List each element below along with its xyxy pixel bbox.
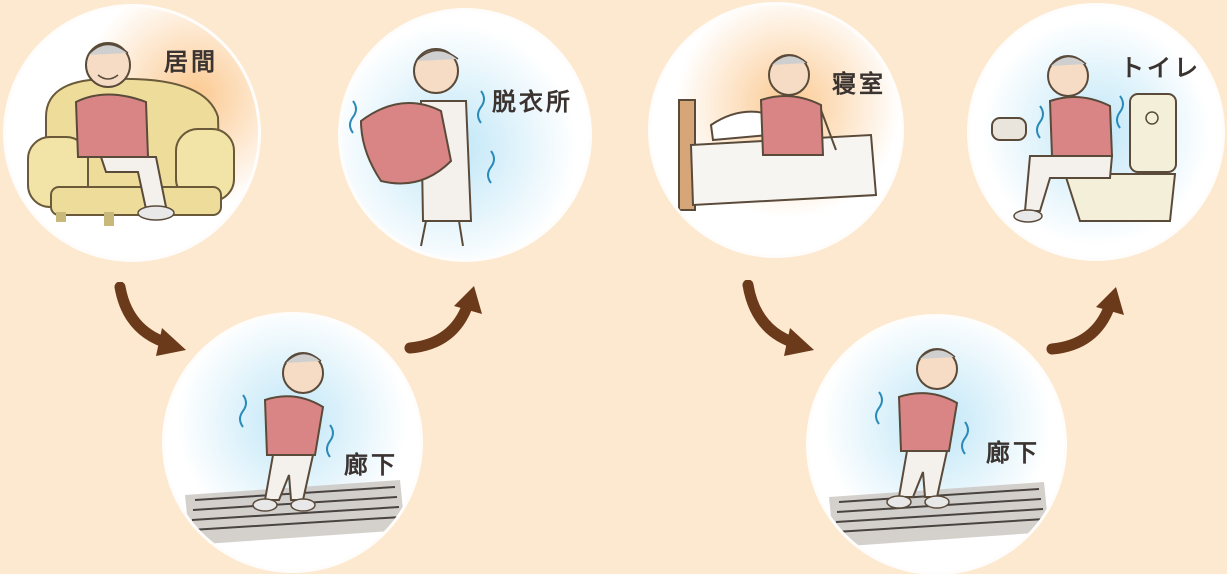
hallway-scene-1	[165, 315, 420, 570]
seated-elder-on-sofa-icon	[6, 7, 258, 259]
curved-arrow-icon	[742, 279, 814, 356]
curved-arrow-icon	[404, 286, 482, 354]
changing-room-scene	[341, 11, 589, 259]
arrow-bedroom-to-hallway	[738, 279, 818, 358]
elder-rising-from-bed-icon	[651, 5, 901, 255]
shivering-elder-on-toilet-icon	[970, 6, 1222, 258]
shivering-elder-in-hallway-icon	[809, 317, 1064, 572]
living-room-label: 居間	[164, 48, 218, 76]
arrow-hallway-to-changing-room	[404, 284, 484, 356]
hallway-label-2: 廊下	[986, 439, 1040, 467]
changing-room-label: 脱衣所	[492, 88, 573, 116]
toilet-scene	[970, 6, 1222, 258]
bedroom-label: 寝室	[832, 70, 886, 98]
shivering-elder-in-hallway-icon	[165, 315, 420, 570]
curved-arrow-icon	[1046, 287, 1124, 355]
hallway-label-1: 廊下	[344, 451, 398, 479]
arrow-hallway-to-toilet	[1046, 285, 1126, 357]
toilet-label: トイレ	[1120, 54, 1201, 82]
hallway-scene-2	[809, 317, 1064, 572]
curved-arrow-icon	[114, 281, 186, 356]
arrow-living-to-hallway	[110, 281, 190, 358]
bedroom-scene	[651, 5, 901, 255]
living-room-scene	[6, 7, 258, 259]
shivering-elder-undressing-icon	[341, 11, 589, 259]
